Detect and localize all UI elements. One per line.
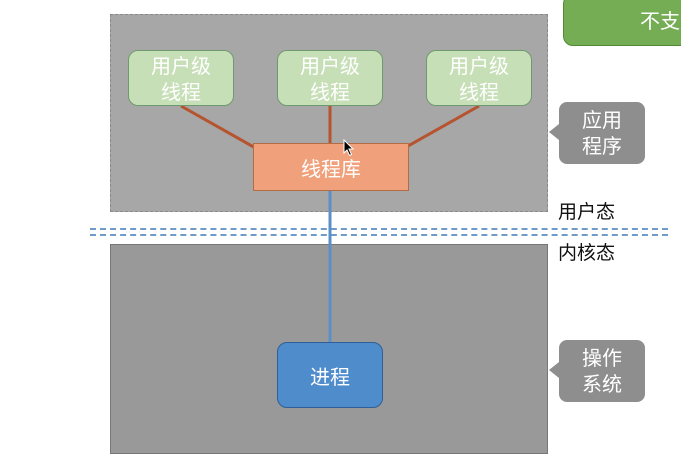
mode-separator-top	[90, 228, 668, 230]
user-mode-label: 用户态	[558, 201, 616, 223]
user-thread-3-label: 用户级线程	[449, 54, 509, 104]
kernel-mode-label: 内核态	[558, 242, 616, 264]
callout-application: 应用程序	[549, 102, 645, 164]
callout-application-text: 应用程序	[582, 108, 622, 158]
user-thread-2-label: 用户级线程	[300, 54, 360, 104]
thread-library: 线程库	[253, 143, 409, 191]
user-thread-3: 用户级线程	[426, 50, 532, 106]
user-thread-1-label: 用户级线程	[151, 54, 211, 104]
partial-note-text: 不支	[640, 9, 680, 33]
callout-os-text: 操作系统	[582, 346, 622, 396]
mode-separator-bottom	[90, 234, 668, 236]
process-box: 进程	[277, 342, 383, 408]
partial-note-box: 不支	[563, 0, 681, 46]
user-thread-2: 用户级线程	[277, 50, 383, 106]
mouse-pointer-icon	[343, 139, 355, 157]
process-label: 进程	[310, 364, 350, 389]
user-thread-1: 用户级线程	[128, 50, 234, 106]
callout-operating-system: 操作系统	[549, 340, 645, 402]
